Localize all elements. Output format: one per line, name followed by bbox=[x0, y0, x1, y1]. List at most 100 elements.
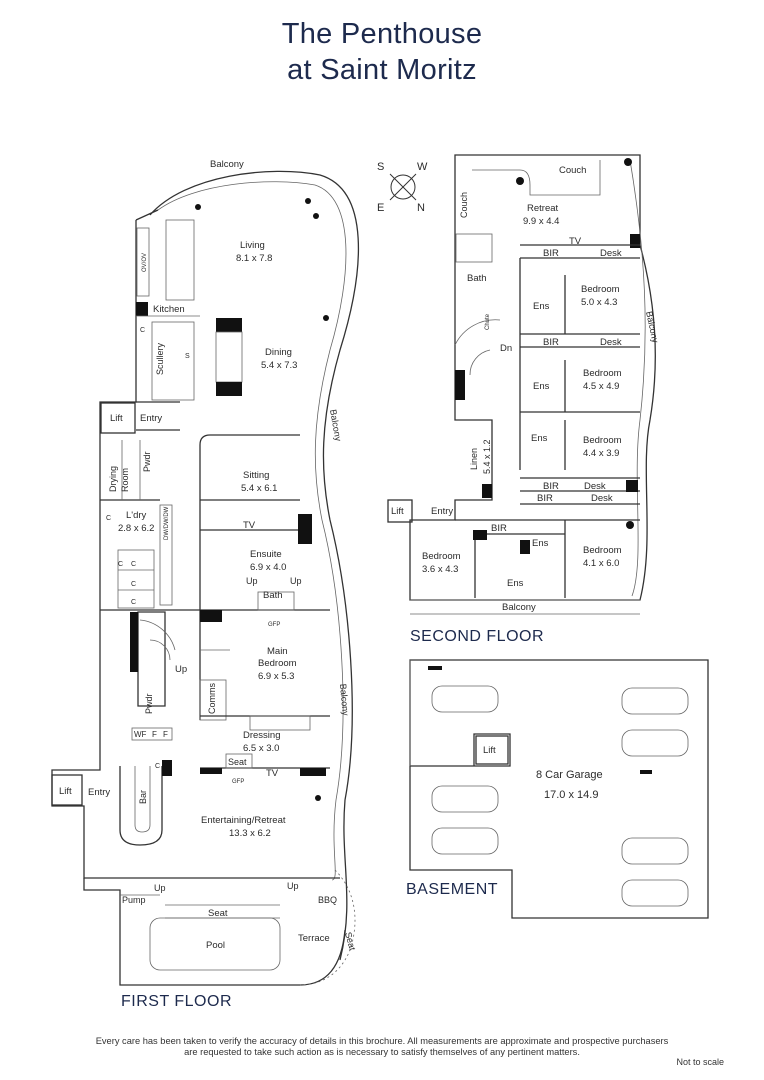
ff-lift: Lift bbox=[110, 413, 123, 424]
sf-ens-5: Ens bbox=[507, 578, 524, 589]
sf-bedroom3-dim: 4.4 x 3.9 bbox=[583, 448, 619, 459]
ff-seat2: Seat bbox=[208, 908, 228, 919]
ff-up-b: Up bbox=[290, 576, 302, 586]
sf-ens-3: Ens bbox=[531, 433, 548, 444]
sf-retreat-dim: 9.9 x 4.4 bbox=[523, 216, 559, 227]
sf-balcony-side: Balcony bbox=[644, 310, 661, 344]
sf-lift: Lift bbox=[391, 506, 404, 517]
ff-living-dim: 8.1 x 7.8 bbox=[236, 253, 272, 264]
first-floor-plan bbox=[51, 170, 360, 986]
compass: S W E N bbox=[377, 161, 428, 214]
ff-pump: Pump bbox=[122, 895, 146, 905]
first-floor-label: FIRST FLOOR bbox=[121, 993, 232, 1010]
ff-s1: S bbox=[185, 353, 190, 360]
ff-up-stairs: Up bbox=[175, 664, 187, 675]
ff-pwdr2: Pwdr bbox=[144, 693, 154, 714]
second-floor-plan bbox=[387, 154, 656, 615]
ff-up3: Up bbox=[287, 881, 299, 891]
ff-up2: Up bbox=[154, 883, 166, 893]
sf-chute: Chute bbox=[485, 313, 491, 330]
sf-entry: Entry bbox=[431, 506, 453, 517]
sf-bedroom2-name: Bedroom bbox=[583, 368, 622, 379]
compass-e: E bbox=[377, 202, 384, 214]
disclaimer-line-1: Every care has been taken to verify the … bbox=[95, 1036, 669, 1046]
ff-gfp2: GFP bbox=[232, 779, 244, 785]
disclaimer: Every care has been taken to verify the … bbox=[20, 1036, 744, 1058]
sf-balcony-bottom: Balcony bbox=[502, 602, 536, 613]
title-line-2: at Saint Moritz bbox=[287, 54, 477, 86]
sf-bir-3: BIR bbox=[543, 481, 559, 492]
ff-dw: DW/DW/DW bbox=[164, 506, 170, 540]
ff-comms: Comms bbox=[207, 683, 217, 714]
sf-bedroom5-name: Bedroom bbox=[583, 545, 622, 556]
ff-bbq: BBQ bbox=[318, 895, 337, 905]
disclaimer-line-2: are requested to take such action as is … bbox=[184, 1047, 580, 1057]
ff-sitting-dim: 5.4 x 6.1 bbox=[241, 483, 277, 494]
ff-bath: Bath bbox=[263, 590, 283, 601]
ff-tv2: TV bbox=[266, 768, 279, 779]
ff-dressing-dim: 6.5 x 3.0 bbox=[243, 743, 279, 754]
ff-seat: Seat bbox=[228, 757, 247, 767]
sf-bedroom2-dim: 4.5 x 4.9 bbox=[583, 381, 619, 392]
sf-ens-4: Ens bbox=[532, 538, 549, 549]
ff-tv: TV bbox=[243, 520, 256, 531]
ff-ovov: OV/OV bbox=[142, 253, 148, 272]
car-icons bbox=[431, 685, 689, 907]
sf-tv: TV bbox=[569, 236, 582, 247]
ff-pwdr: Pwdr bbox=[142, 451, 152, 472]
sf-bedroom1-name: Bedroom bbox=[581, 284, 620, 295]
ff-sitting-name: Sitting bbox=[243, 470, 269, 481]
sf-dn: Dn bbox=[500, 343, 512, 354]
not-to-scale: Not to scale bbox=[676, 1057, 724, 1067]
compass-s: S bbox=[377, 161, 384, 173]
ff-ensuite-name: Ensuite bbox=[250, 549, 282, 560]
ff-dressing-name: Dressing bbox=[243, 730, 281, 741]
second-floor-label: SECOND FLOOR bbox=[410, 628, 544, 645]
compass-n: N bbox=[417, 202, 425, 214]
ff-f2: F bbox=[163, 730, 168, 739]
first-floor-labels: Balcony Living 8.1 x 7.8 Kitchen Sculler… bbox=[59, 159, 358, 952]
sf-bedroom1-dim: 5.0 x 4.3 bbox=[581, 297, 617, 308]
ff-entry: Entry bbox=[140, 413, 162, 424]
sf-retreat-name: Retreat bbox=[527, 203, 559, 214]
sf-couch: Couch bbox=[559, 165, 586, 176]
bs-garage-name: 8 Car Garage bbox=[536, 769, 603, 781]
ff-f1: F bbox=[152, 730, 157, 739]
sf-bedroom4-name: Bedroom bbox=[422, 551, 461, 562]
sf-bedroom3-name: Bedroom bbox=[583, 435, 622, 446]
sf-bir-1: BIR bbox=[543, 248, 559, 259]
ff-terrace: Terrace bbox=[298, 933, 330, 944]
ff-entertaining-dim: 13.3 x 6.2 bbox=[229, 828, 271, 839]
ff-main-bedroom-name2: Bedroom bbox=[258, 658, 297, 669]
ff-lift2: Lift bbox=[59, 786, 72, 797]
ff-entertaining-name: Entertaining/Retreat bbox=[201, 815, 286, 826]
compass-w: W bbox=[417, 161, 428, 173]
sf-bir-4: BIR bbox=[537, 493, 553, 504]
sf-bedroom4-dim: 3.6 x 4.3 bbox=[422, 564, 458, 575]
ff-dining-dim: 5.4 x 7.3 bbox=[261, 360, 297, 371]
ff-drying: Drying bbox=[108, 466, 118, 492]
ff-c4: C bbox=[131, 561, 136, 568]
sf-desk-3: Desk bbox=[584, 481, 606, 492]
title-line-1: The Penthouse bbox=[281, 18, 483, 50]
ff-entry2: Entry bbox=[88, 787, 110, 798]
ff-c7: C bbox=[155, 763, 160, 770]
ff-up-a: Up bbox=[246, 576, 258, 586]
sf-desk-1: Desk bbox=[600, 248, 622, 259]
ff-wf: WF bbox=[134, 730, 147, 739]
ff-c1: C bbox=[140, 327, 145, 334]
ff-pool: Pool bbox=[206, 940, 225, 951]
ff-dining-name: Dining bbox=[265, 347, 292, 358]
sf-couch2: Couch bbox=[459, 192, 469, 218]
basement-plan: BASEMENT Lift 8 Car Garage 17.0 x 14.9 bbox=[406, 659, 709, 919]
ff-main-bedroom-dim: 6.9 x 5.3 bbox=[258, 671, 294, 682]
ff-scullery: Scullery bbox=[155, 342, 165, 375]
ff-seat3: Seat bbox=[343, 931, 358, 952]
ff-main-bedroom-name: Main bbox=[267, 646, 288, 657]
ff-bar: Bar bbox=[138, 790, 148, 804]
sf-linen-dim: 5.4 x 1.2 bbox=[482, 439, 492, 474]
ff-gfp: GFP bbox=[268, 622, 280, 628]
sf-bir-5: BIR bbox=[491, 523, 507, 534]
basement-floor-label: BASEMENT bbox=[406, 881, 498, 898]
bs-garage-dim: 17.0 x 14.9 bbox=[544, 789, 598, 801]
